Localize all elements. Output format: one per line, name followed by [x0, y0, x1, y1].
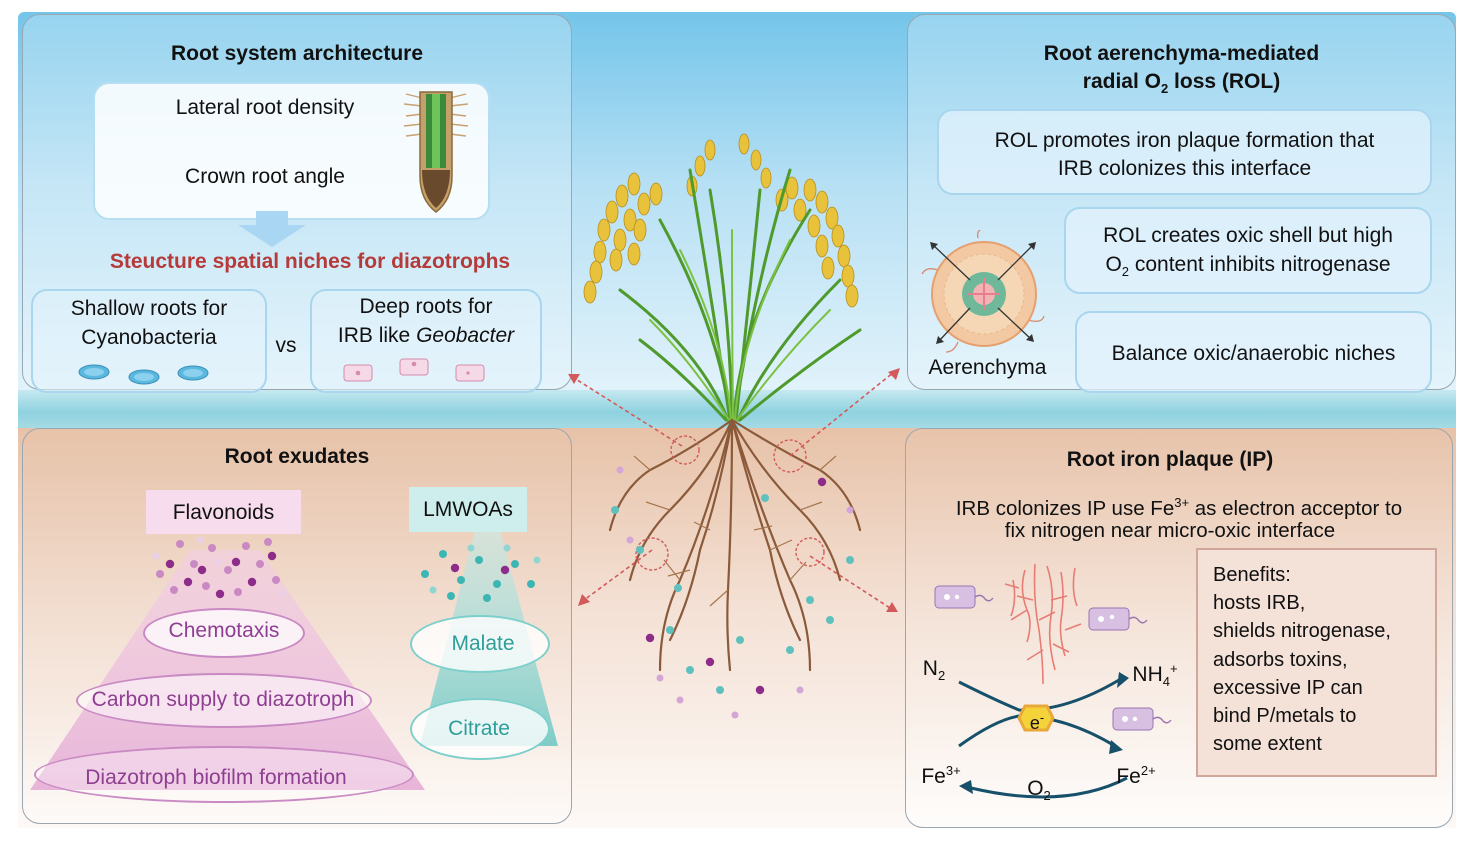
n2-text: N — [922, 657, 938, 680]
rol-box3-text: Balance oxic/anaerobic niches — [1111, 342, 1396, 365]
malate-label: Malate — [451, 632, 515, 655]
rol-title-line1: Root aerenchyma-mediated — [1043, 42, 1320, 65]
root-tip-illustration — [403, 91, 469, 213]
rol-box2-line2: O2 content inhibits nitrogenase — [1064, 251, 1432, 286]
rol-iron-plaque-box — [937, 109, 1432, 195]
fe3-label: Fe3+ — [913, 757, 969, 791]
deep-roots-box — [310, 289, 542, 393]
rol-box1-line2: IRB colonizes this interface — [1057, 157, 1312, 180]
o2-sub: 2 — [1043, 788, 1051, 804]
flavonoids-label-box — [146, 490, 301, 534]
n2-sub: 2 — [937, 668, 946, 684]
rol-box2-o: O — [1105, 253, 1122, 276]
lmwoas-label: LMWOAs — [423, 498, 513, 521]
flavonoid-cone — [30, 550, 425, 790]
iron-plaque-desc-sup: 3+ — [1174, 495, 1190, 510]
fe3-text: Fe — [921, 765, 946, 788]
iron-plaque-desc-b: as electron acceptor to — [1189, 496, 1403, 520]
down-arrow-icon — [238, 211, 306, 247]
shallow-roots-line2: Cyanobacteria — [81, 326, 217, 349]
iron-plaque-desc-line2: fix nitrogen near micro-oxic interface — [1004, 519, 1336, 542]
rice-panicle-middle — [686, 133, 772, 197]
rol-title-line2-sub: 2 — [1160, 81, 1169, 97]
benefits-line: hosts IRB, — [1213, 592, 1306, 615]
chemotaxis-ellipse — [143, 608, 305, 658]
rol-title-line2-b: loss (ROL) — [1168, 70, 1281, 93]
lateral-root-density-label: Lateral root density — [175, 96, 355, 119]
versus-label: vs — [275, 334, 297, 357]
n2-label: N2 — [912, 655, 956, 690]
rice-plant-illustration — [583, 133, 862, 719]
lmwoas-label-box — [409, 487, 527, 532]
fe2-sup: 2+ — [1140, 763, 1156, 778]
benefits-line: Benefits: — [1213, 564, 1291, 586]
biofilm-label: Diazotroph biofilm formation — [85, 766, 347, 789]
benefits-list: Benefits: hosts IRB, shields nitrogenase… — [1213, 561, 1433, 758]
citrate-ellipse — [410, 698, 550, 760]
spatial-niches-subtitle: Steucture spatial niches for diazotrophs — [109, 250, 511, 273]
rol-title-line2-a: radial O — [1082, 70, 1161, 93]
cyanobacteria-cells-icon — [78, 364, 209, 385]
deep-roots-line1: Deep roots for — [359, 295, 493, 318]
carbon-supply-ellipse — [76, 673, 372, 728]
rol-box1-line1: ROL promotes iron plaque formation that — [994, 129, 1375, 152]
fe2-label: Fe2+ — [1108, 757, 1164, 791]
lmwoa-particles — [421, 544, 541, 602]
benefits-line: adsorbs toxins, — [1213, 648, 1348, 671]
fe2-text: Fe — [1116, 765, 1141, 788]
malate-ellipse — [410, 615, 550, 673]
benefits-line: some extent — [1213, 733, 1322, 756]
benefits-line: bind P/metals to — [1213, 705, 1357, 728]
biofilm-ellipse — [34, 746, 414, 803]
rol-box2-rest: content inhibits nitrogenase — [1129, 253, 1391, 276]
electron-label: e- — [1017, 704, 1057, 737]
o2-text: O — [1027, 777, 1044, 800]
chemotaxis-label: Chemotaxis — [168, 619, 280, 642]
geobacter-label: Geobacter — [416, 324, 515, 347]
iron-plaque-title: Root iron plaque (IP) — [1066, 448, 1274, 471]
benefits-box — [1196, 548, 1437, 777]
benefits-line: excessive IP can — [1213, 676, 1363, 699]
carbon-supply-label: Carbon supply to diazotroph — [91, 688, 355, 711]
rice-panicle-left — [583, 172, 663, 304]
rol-box2-sub: 2 — [1121, 264, 1130, 280]
iron-plaque-desc-line1: IRB colonizes IP use Fe3+ as electron ac… — [905, 489, 1453, 523]
aerenchyma-label: Aerenchyma — [928, 356, 1047, 379]
nh4-label: NH4+ — [1120, 655, 1190, 696]
irb-cells-icon — [343, 358, 485, 382]
rol-title-line2: radial O2 loss (ROL) — [907, 70, 1456, 96]
deep-roots-line2-plain: IRB like — [337, 324, 417, 347]
aerenchyma-cross-section-icon — [921, 230, 1045, 353]
nh4-sub: 4 — [1162, 674, 1170, 690]
flavonoid-particles — [152, 536, 286, 599]
flavonoids-label: Flavonoids — [172, 501, 275, 524]
rol-box2-line1: ROL creates oxic shell but high — [1103, 224, 1393, 247]
deep-roots-line2: IRB like Geobacter — [310, 322, 542, 350]
pointer-arrows — [568, 368, 900, 612]
fe3-sup: 3+ — [945, 763, 961, 778]
root-system-architecture-title: Root system architecture — [170, 42, 424, 65]
nh4-sup: + — [1169, 661, 1178, 676]
crown-root-angle-label: Crown root angle — [185, 165, 345, 188]
rice-panicle-right — [775, 176, 859, 308]
root-exudates-title: Root exudates — [224, 445, 370, 468]
shallow-roots-line1: Shallow roots for — [70, 297, 228, 320]
nh4-text: NH — [1132, 663, 1163, 686]
iron-plaque-cycle-diagram — [934, 563, 1172, 799]
iron-plaque-desc-a: IRB colonizes IP use Fe — [955, 496, 1175, 520]
citrate-label: Citrate — [448, 717, 510, 740]
rol-oxic-shell-box — [1064, 207, 1432, 294]
o2-label: O2 — [1017, 775, 1061, 810]
electron-text: e — [1029, 713, 1040, 733]
electron-sup: - — [1039, 710, 1045, 725]
rol-balance-box — [1075, 311, 1432, 393]
benefits-line: shields nitrogenase, — [1213, 620, 1391, 643]
